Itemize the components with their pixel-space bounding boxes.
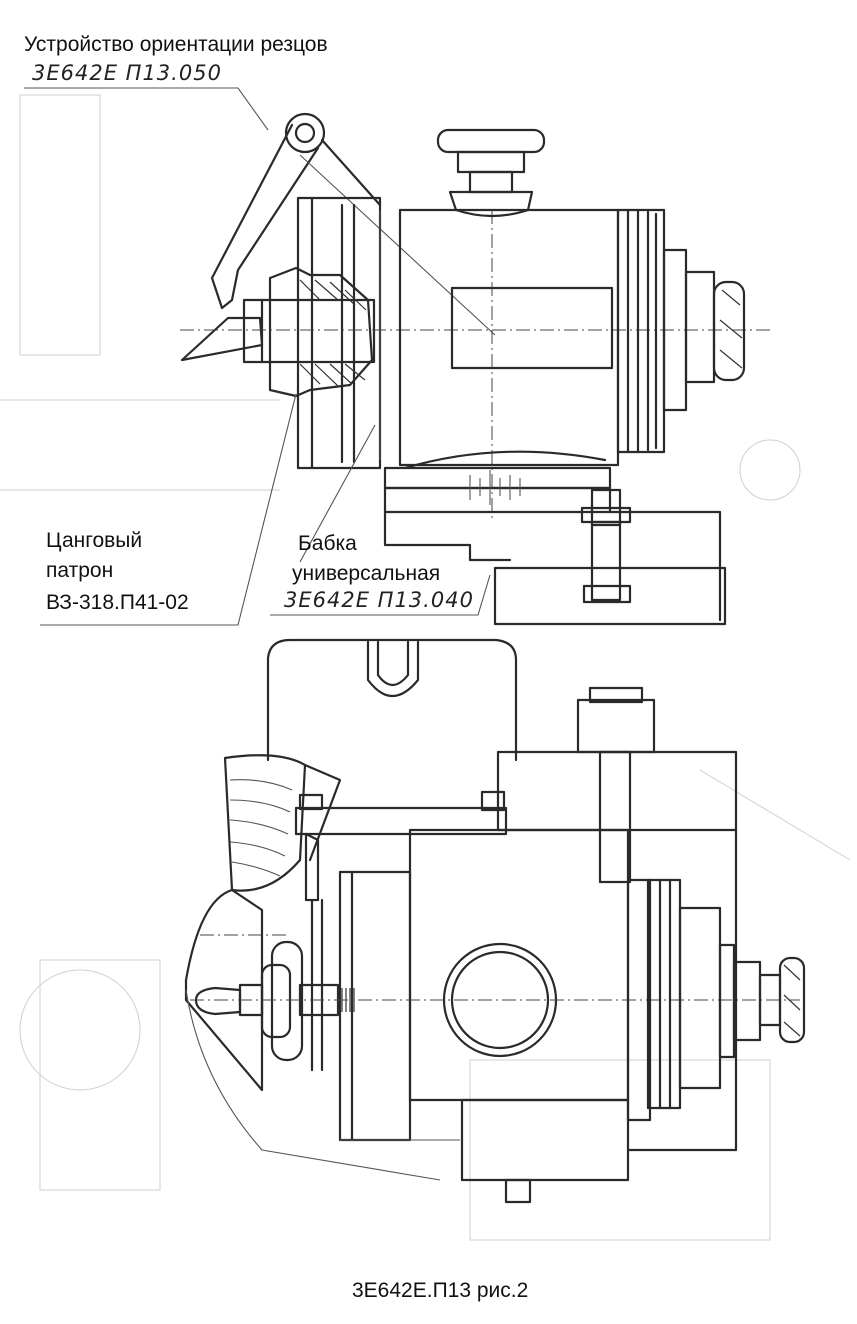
- head-housing: [398, 208, 746, 520]
- slotted-bracket: [266, 638, 518, 762]
- figure-caption: 3Е642Е.П13 рис.2: [352, 1279, 529, 1302]
- leader-lines: [24, 87, 491, 626]
- collet-chuck: [180, 266, 770, 398]
- top-view: [24, 87, 770, 626]
- grinding-wheel: [223, 754, 342, 892]
- front-chuck: [190, 934, 800, 1062]
- collet-chuck-label-line1: Цанговый: [46, 529, 143, 552]
- universal-head-label-line1: Бабка: [298, 532, 357, 555]
- spindle-assembly: [496, 686, 806, 1152]
- universal-head-code: 3Е642Е П13.040: [284, 588, 474, 612]
- collet-chuck-part-number: ВЗ-318.П41-02: [46, 591, 189, 614]
- cutter-blade: [180, 316, 264, 362]
- background-traces: [0, 94, 851, 1241]
- collet-chuck-label-line2: патрон: [46, 559, 114, 582]
- flange-plate: [296, 196, 382, 470]
- orientation-device-title: Устройство ориентации резцов: [24, 33, 328, 56]
- orientation-device-code: 3Е642Е П13.050: [32, 61, 222, 85]
- top-knob: [436, 128, 546, 218]
- base-slide: [383, 450, 727, 626]
- arm-bar: [294, 790, 508, 1072]
- orientation-lever: [210, 112, 496, 336]
- universal-head-label-line2: универсальная: [292, 562, 441, 585]
- bottom-view: [184, 638, 806, 1204]
